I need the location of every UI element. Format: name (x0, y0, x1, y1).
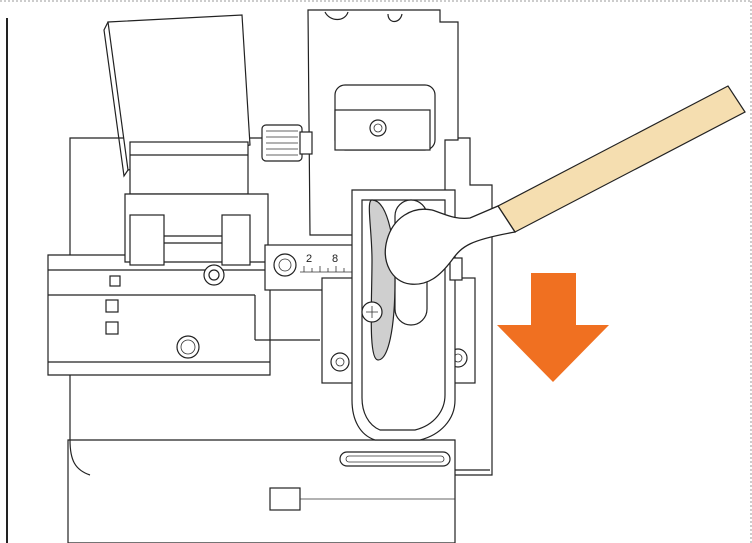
scale-knob (273, 253, 297, 277)
arm-top-notch (324, 11, 349, 21)
upper-arm-assembly (261, 9, 459, 236)
scale-mark-2: 8 (332, 253, 338, 265)
bracket-left-screw (330, 352, 350, 372)
blade-screw-cross (366, 306, 378, 318)
down-arrow-icon (497, 273, 609, 382)
body-corner-curve (69, 439, 91, 476)
lid-assembly (103, 14, 269, 266)
screw-left-head (208, 269, 220, 281)
bottom-slot (339, 451, 451, 467)
blade-carriage-inner (361, 199, 446, 431)
marker-square-1 (109, 275, 121, 287)
arm-top-notch-2 (387, 13, 403, 23)
lid-panel (107, 14, 251, 171)
marker-square-3 (105, 321, 119, 335)
left-rail-plate (47, 254, 271, 376)
lid-clamp-right (221, 214, 251, 266)
scale-knob-inner (278, 258, 292, 272)
nut-shaft (299, 131, 313, 155)
bracket-left-screw-head (335, 357, 345, 367)
arm-screw (369, 119, 387, 137)
round-button-left (176, 335, 200, 359)
lid-edge (103, 21, 129, 178)
front-tab (269, 487, 301, 511)
arm-screw-head (373, 123, 383, 133)
swab-handle (497, 85, 746, 233)
round-button-left-inner (180, 339, 196, 355)
lid-hinge-block (129, 141, 249, 195)
cotton-swab-icon (384, 85, 746, 285)
bottom-slot-inner (345, 455, 445, 463)
lid-clamp-left (129, 214, 165, 266)
marker-square-2 (105, 299, 119, 313)
swab-tip (384, 205, 517, 285)
side-mark (449, 257, 463, 281)
scale-mark-1: 2 (306, 253, 312, 265)
left-clamp-assembly (47, 254, 320, 376)
